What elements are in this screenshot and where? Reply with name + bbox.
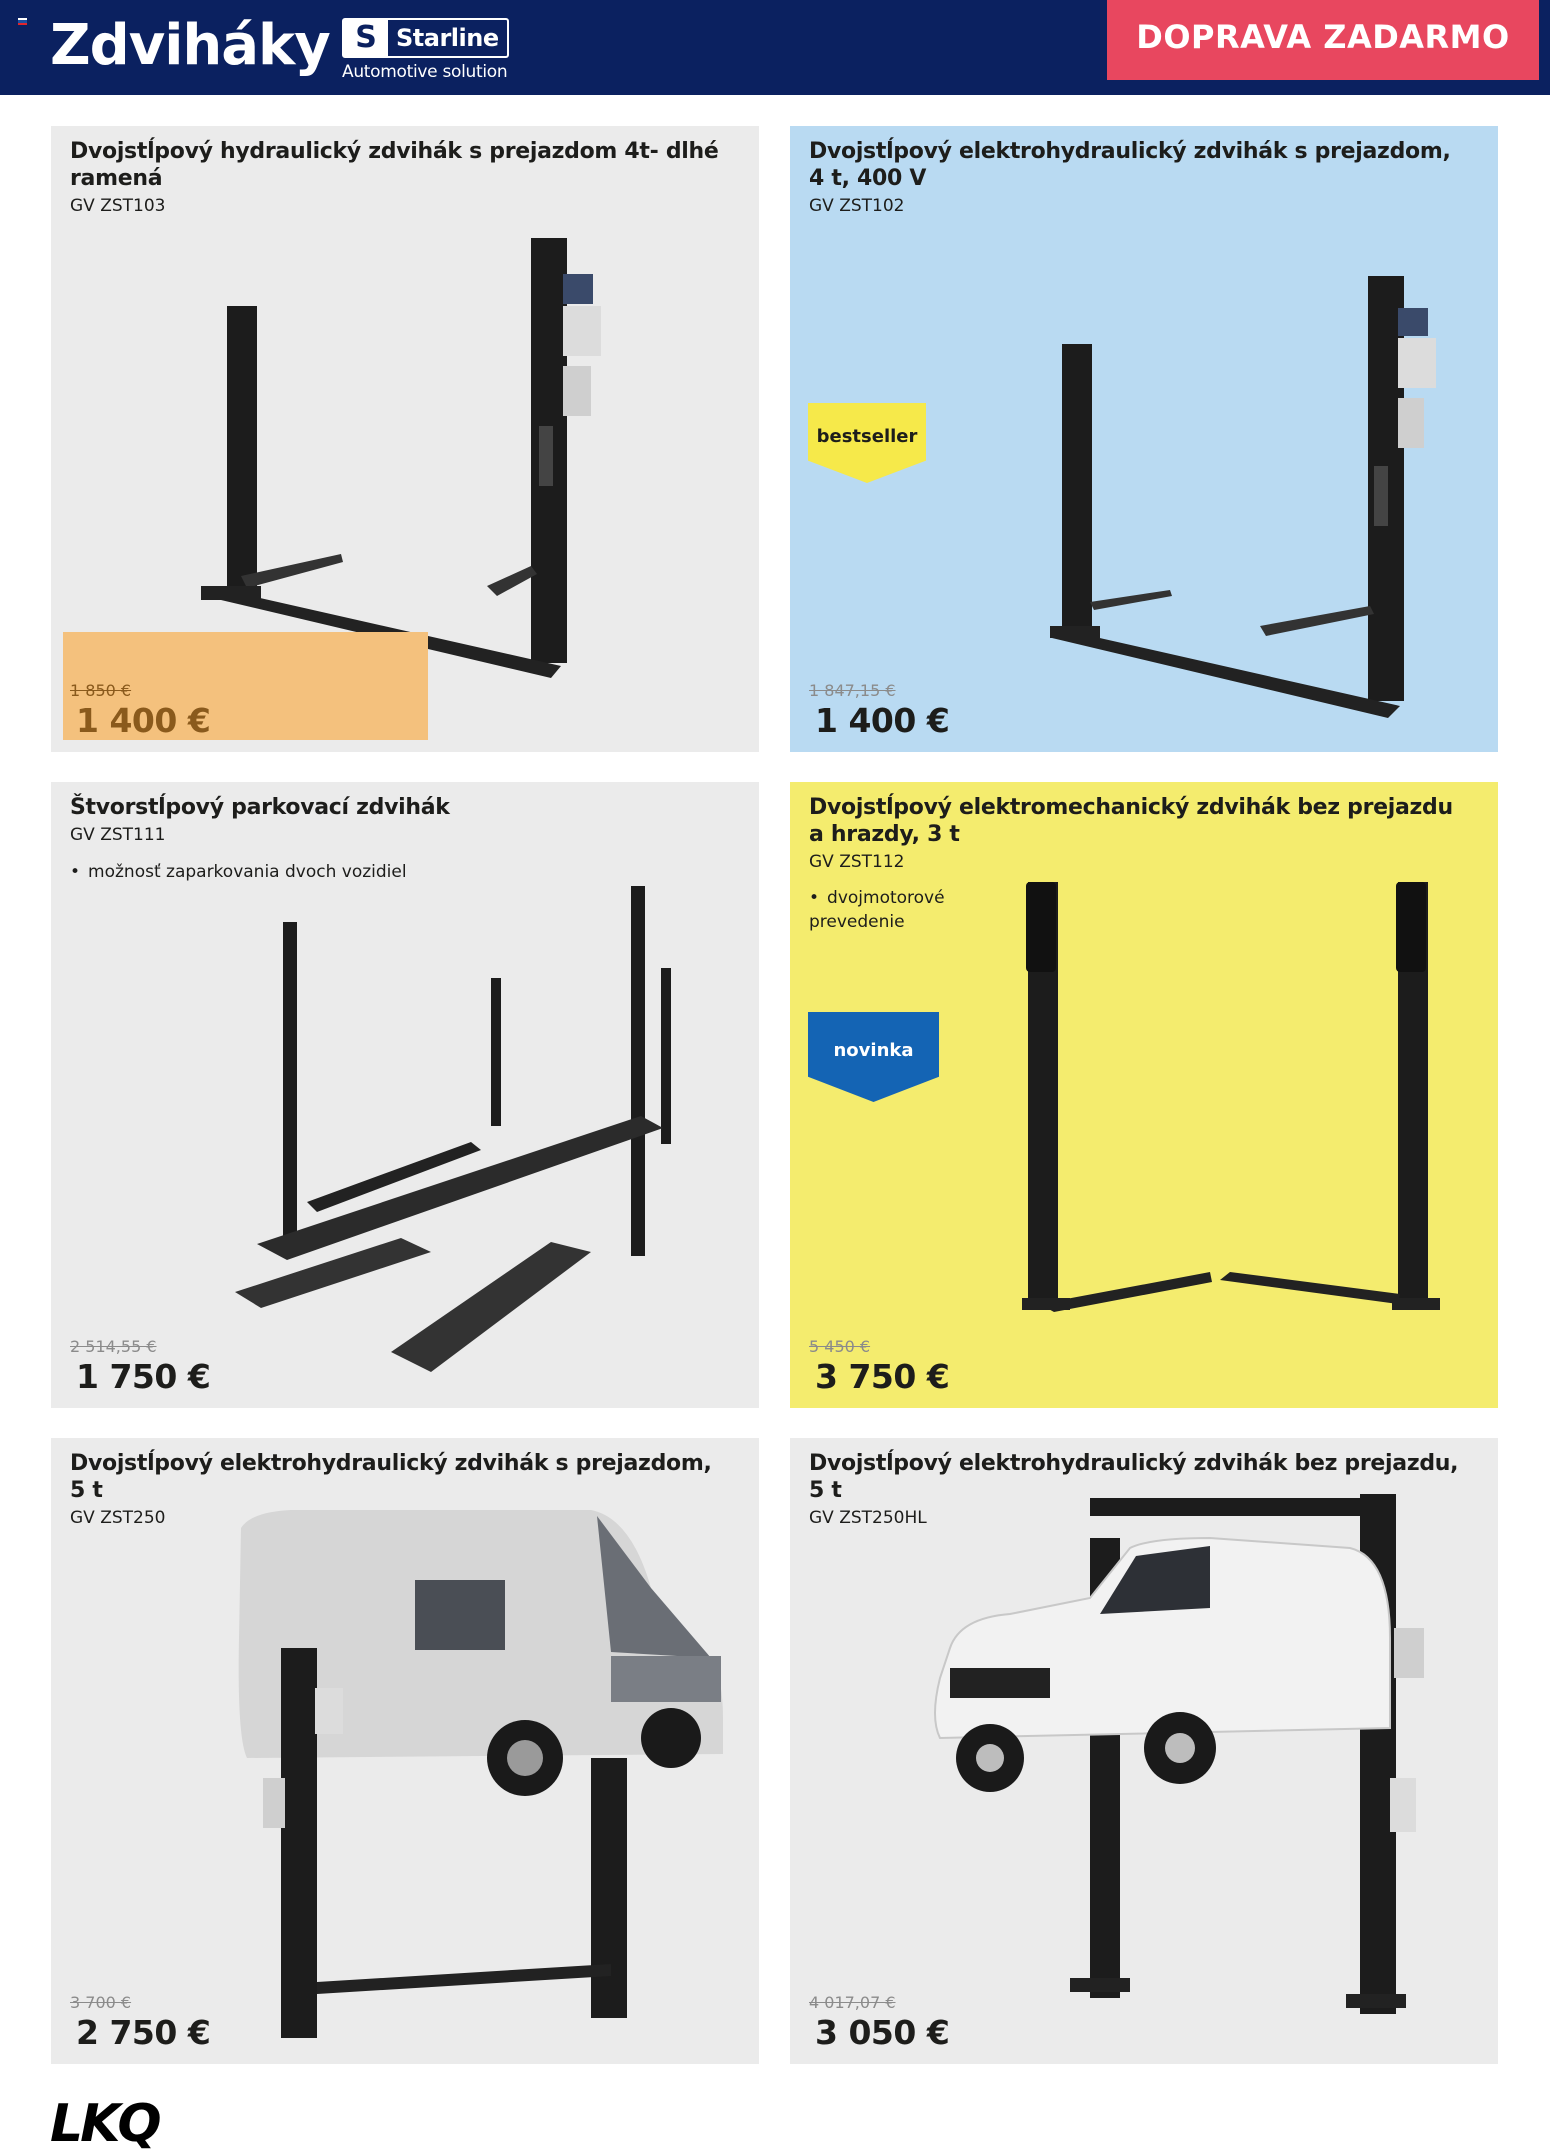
old-price: 2 514,55 €	[70, 1337, 157, 1356]
brand-tagline: Automotive solution	[342, 62, 508, 82]
product-title: Dvojstĺpový hydraulický zdvihák s prejaz…	[70, 139, 719, 191]
old-price: 4 017,07 €	[809, 1993, 896, 2012]
product-title: Dvojstĺpový elektrohydraulický zdvihák s…	[809, 139, 1451, 191]
price-highlight	[63, 632, 428, 740]
product-price: 2 750 €	[76, 2013, 211, 2052]
product-code: GV ZST250	[70, 1508, 166, 1528]
product-card-zst102[interactable]: Dvojstĺpový elektrohydraulický zdvihák s…	[790, 126, 1498, 752]
old-price: 3 700 €	[70, 1993, 132, 2012]
page-title: Zdviháky	[50, 13, 331, 78]
brand-name: Starline	[396, 24, 499, 52]
product-title: Dvojstĺpový elektrohydraulický zdvihák b…	[809, 1451, 1459, 1503]
product-code: GV ZST112	[809, 852, 905, 872]
lift-with-van-illustration	[238, 1510, 723, 2038]
product-price: 1 400 €	[815, 701, 950, 740]
product-price: 1 400 €	[76, 701, 211, 740]
flag-icon	[18, 18, 27, 25]
page-header: Zdviháky S Starline Automotive solution …	[0, 0, 1550, 95]
old-price: 1 847,15 €	[809, 681, 896, 700]
product-code: GV ZST250HL	[809, 1508, 927, 1528]
lift-with-van-illustration	[934, 1494, 1424, 2014]
brand-mark: S	[344, 20, 388, 56]
product-code: GV ZST103	[70, 196, 166, 216]
product-note: dvojmotorové prevedenie	[809, 886, 979, 934]
product-title: Dvojstĺpový elektrohydraulický zdvihák s…	[70, 1451, 712, 1503]
product-price: 3 750 €	[815, 1357, 950, 1396]
product-code: GV ZST102	[809, 196, 905, 216]
product-note: možnosť zaparkovania dvoch vozidiel	[70, 860, 470, 884]
product-card-zst250hl[interactable]: Dvojstĺpový elektrohydraulický zdvihák b…	[790, 1438, 1498, 2064]
product-card-zst103[interactable]: Dvojstĺpový hydraulický zdvihák s prejaz…	[51, 126, 759, 752]
free-shipping-banner: DOPRAVA ZADARMO	[1107, 0, 1539, 80]
lkq-logo: LKQ	[50, 2094, 162, 2151]
brand-logo: S Starline Automotive solution	[342, 18, 509, 82]
four-post-lift-illustration	[235, 886, 671, 1372]
old-price: 5 450 €	[809, 1337, 871, 1356]
product-price: 1 750 €	[76, 1357, 211, 1396]
product-title: Dvojstĺpový elektromechanický zdvihák be…	[809, 795, 1453, 847]
two-post-lift-illustration	[1050, 276, 1436, 718]
two-post-lift-illustration	[1022, 882, 1440, 1312]
product-title: Štvorstĺpový parkovací zdvihák	[70, 795, 450, 820]
product-price: 3 050 €	[815, 2013, 950, 2052]
product-code: GV ZST111	[70, 825, 166, 845]
product-card-zst250[interactable]: Dvojstĺpový elektrohydraulický zdvihák s…	[51, 1438, 759, 2064]
product-card-zst111[interactable]: Štvorstĺpový parkovací zdvihák GV ZST111…	[51, 782, 759, 1408]
old-price: 1 850 €	[70, 681, 132, 700]
product-card-zst112[interactable]: Dvojstĺpový elektromechanický zdvihák be…	[790, 782, 1498, 1408]
